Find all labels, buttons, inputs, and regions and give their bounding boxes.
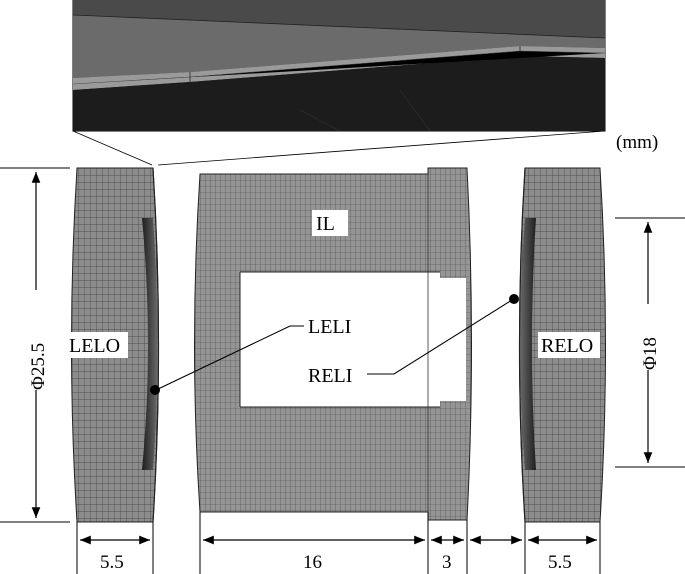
- label-relo: RELO: [538, 332, 600, 358]
- label-lelo: LELO: [66, 332, 128, 358]
- label-il: IL: [312, 210, 348, 236]
- inner-layer-part: [194, 167, 472, 521]
- il-label: IL: [316, 213, 335, 235]
- right-ring-width-label: 5.5: [548, 552, 572, 573]
- right-diameter-label: Φ18: [640, 337, 661, 370]
- label-leli: LELI: [150, 313, 360, 395]
- left-diameter-dimension: Φ25.5: [0, 167, 70, 523]
- relo-label: RELO: [541, 335, 593, 357]
- reli-label: RELI: [308, 365, 352, 387]
- leli-label: LELI: [308, 316, 351, 338]
- zoom-inset: [72, 0, 606, 166]
- left-diameter-label: Φ25.5: [28, 343, 49, 390]
- inner-length-label: 16: [303, 552, 322, 573]
- lelo-label: LELO: [69, 335, 120, 357]
- label-reli: RELI: [305, 294, 519, 388]
- left-ring-width-label: 5.5: [100, 552, 124, 573]
- unit-label: (mm): [616, 132, 658, 153]
- right-diameter-dimension: Φ18: [615, 217, 685, 468]
- step-length-label: 3: [442, 552, 452, 573]
- bottom-dimensions: 5.5 16 3 5.5: [76, 512, 601, 574]
